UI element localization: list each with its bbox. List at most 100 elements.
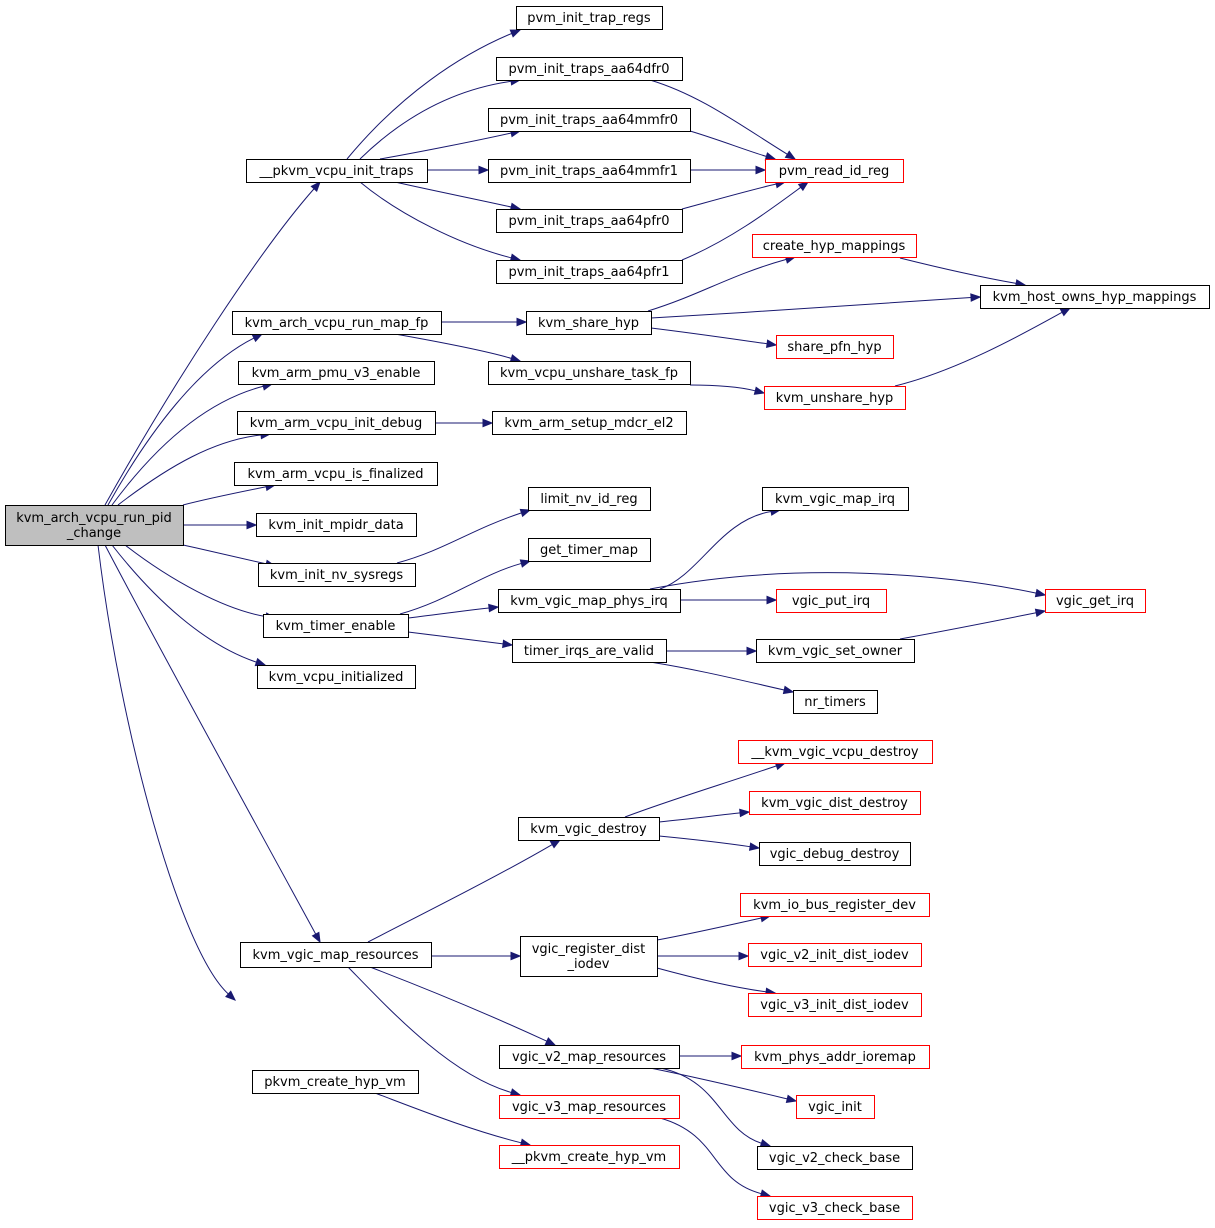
node---pkvm-create-hyp-vm[interactable]: __pkvm_create_hyp_vm: [499, 1145, 680, 1169]
node-pkvm-create-hyp-vm[interactable]: pkvm_create_hyp_vm: [252, 1070, 419, 1094]
node-label: kvm_vgic_map_phys_irq: [510, 594, 667, 609]
node-label: vgic_register_dist: [532, 942, 646, 957]
node-vgic-get-irq[interactable]: vgic_get_irq: [1045, 589, 1146, 613]
node-vgic-map-phys-irq[interactable]: kvm_vgic_map_phys_irq: [498, 589, 681, 613]
node-vgic-dist-destroy[interactable]: kvm_vgic_dist_destroy: [749, 791, 921, 815]
edge-init_nv_sysregs-to-limit_nv_id_reg: [396, 508, 532, 564]
node-root[interactable]: kvm_arch_vcpu_run_pid_change: [5, 505, 184, 546]
node-nr-timers[interactable]: nr_timers: [793, 690, 878, 714]
edge-aa64pfr0-to-pvm_read_id_reg: [681, 179, 787, 210]
node-unshare-task-fp[interactable]: kvm_vcpu_unshare_task_fp: [488, 361, 691, 385]
node-pkvm-init-traps[interactable]: __pkvm_vcpu_init_traps: [246, 159, 428, 183]
node-pmu-v3-enable[interactable]: kvm_arm_pmu_v3_enable: [238, 361, 435, 385]
node-init-nv-sysregs[interactable]: kvm_init_nv_sysregs: [258, 563, 416, 587]
edge-run_map_fp-to-kvm_share_hyp: [441, 317, 528, 327]
node-label: vgic_init: [808, 1100, 862, 1115]
node-label: timer_irqs_are_valid: [524, 644, 654, 659]
node-timer-irqs-are-valid[interactable]: timer_irqs_are_valid: [512, 639, 667, 663]
edge-pkvm_init_traps-to-aa64mmfr0: [379, 128, 522, 160]
node-label: kvm_vgic_map_resources: [253, 948, 419, 963]
edge-vgic_map_resources-to-v2_map_resources: [369, 966, 557, 1046]
node-label: kvm_arm_vcpu_is_finalized: [247, 467, 423, 482]
node-setup-mdcr-el2[interactable]: kvm_arm_setup_mdcr_el2: [492, 411, 687, 435]
node-label: vgic_debug_destroy: [770, 847, 900, 862]
node-pvm-init-trap-regs[interactable]: pvm_init_trap_regs: [516, 6, 663, 30]
edge-v2_map_resources-to-phys_addr_ioremap: [679, 1051, 743, 1061]
node-aa64dfr0[interactable]: pvm_init_traps_aa64dfr0: [496, 57, 683, 81]
node-vgic-init[interactable]: vgic_init: [796, 1095, 875, 1119]
node-label: vgic_v2_init_dist_iodev: [760, 948, 909, 963]
node-aa64pfr1[interactable]: pvm_init_traps_aa64pfr1: [496, 260, 683, 284]
node-label: __pkvm_create_hyp_vm: [511, 1150, 666, 1165]
node-label: nr_timers: [804, 695, 866, 710]
edge-timer_enable-to-get_timer_map: [399, 559, 532, 615]
edge-aa64mmfr1-to-pvm_read_id_reg: [690, 165, 767, 175]
node-run-map-fp[interactable]: kvm_arch_vcpu_run_map_fp: [232, 311, 442, 335]
node-aa64mmfr1[interactable]: pvm_init_traps_aa64mmfr1: [488, 159, 691, 183]
node-vgic-destroy[interactable]: kvm_vgic_destroy: [518, 817, 660, 841]
edge-init_debug-to-setup_mdcr_el2: [435, 418, 494, 428]
edge-vgic_map_resources-to-register_dist_iodev: [431, 951, 522, 961]
node-label: get_timer_map: [540, 543, 638, 558]
node-aa64pfr0[interactable]: pvm_init_traps_aa64pfr0: [496, 209, 683, 233]
node-vgic-debug-destroy[interactable]: vgic_debug_destroy: [759, 842, 911, 866]
node-init-mpidr-data[interactable]: kvm_init_mpidr_data: [256, 513, 417, 537]
edge-kvm_unshare_hyp-to-kvm_host_owns_hyp_mappings: [894, 307, 1072, 387]
edge-aa64dfr0-to-pvm_read_id_reg: [649, 79, 797, 160]
node-vgic-map-resources[interactable]: kvm_vgic_map_resources: [240, 942, 432, 968]
node-kvm-unshare-hyp[interactable]: kvm_unshare_hyp: [764, 386, 906, 410]
node-io-bus-register-dev[interactable]: kvm_io_bus_register_dev: [740, 893, 930, 917]
node-label: create_hyp_mappings: [763, 239, 906, 254]
node-v3-check-base[interactable]: vgic_v3_check_base: [757, 1196, 913, 1220]
node-vgic-vcpu-destroy[interactable]: __kvm_vgic_vcpu_destroy: [738, 740, 933, 764]
node-v2-map-resources[interactable]: vgic_v2_map_resources: [499, 1045, 680, 1069]
node-label: vgic_put_irq: [792, 594, 870, 609]
node-get-timer-map[interactable]: get_timer_map: [528, 538, 651, 562]
node-vgic-set-owner[interactable]: kvm_vgic_set_owner: [756, 639, 915, 663]
node-label: kvm_arm_vcpu_init_debug: [250, 416, 423, 431]
edge-root-to-init_mpidr_data: [183, 520, 258, 530]
node-label: kvm_vgic_map_irq: [775, 492, 895, 507]
node-create-hyp-mappings[interactable]: create_hyp_mappings: [752, 234, 917, 258]
node-label: kvm_vcpu_unshare_task_fp: [500, 366, 678, 381]
node-v3-map-resources[interactable]: vgic_v3_map_resources: [499, 1095, 680, 1119]
node-label: pvm_read_id_reg: [779, 164, 890, 179]
node-limit-nv-id-reg[interactable]: limit_nv_id_reg: [528, 487, 651, 511]
node-timer-enable[interactable]: kvm_timer_enable: [263, 614, 409, 638]
edge-create_hyp_mappings-to-kvm_host_owns_hyp_mappings: [899, 257, 1027, 288]
edge-root-to-pkvm_create_hyp_vm: [97, 544, 236, 1001]
node-kvm-share-hyp[interactable]: kvm_share_hyp: [526, 311, 652, 335]
edges-layer: [97, 29, 1072, 1198]
edge-aa64mmfr0-to-pvm_read_id_reg: [689, 130, 777, 161]
edge-vgic_map_phys_irq-to-kvm_vgic_map_irq: [659, 507, 782, 590]
node-vgic-put-irq[interactable]: vgic_put_irq: [776, 589, 887, 613]
node-v2-init-dist-iodev[interactable]: vgic_v2_init_dist_iodev: [748, 943, 922, 967]
node-is-finalized[interactable]: kvm_arm_vcpu_is_finalized: [234, 462, 438, 486]
edge-vgic_map_phys_irq-to-vgic_put_irq: [679, 595, 778, 605]
edge-unshare_task_fp-to-kvm_unshare_hyp: [689, 384, 766, 395]
edge-aa64pfr1-to-pvm_read_id_reg: [681, 181, 810, 261]
node-label: kvm_unshare_hyp: [776, 391, 894, 406]
node-label: pvm_init_trap_regs: [527, 11, 651, 26]
node-kvm-host-owns-hyp-mappings[interactable]: kvm_host_owns_hyp_mappings: [980, 285, 1210, 309]
edge-timer_irqs_are_valid-to-vgic_set_owner: [665, 646, 758, 656]
node-v2-check-base[interactable]: vgic_v2_check_base: [757, 1146, 913, 1170]
node-phys-addr-ioremap[interactable]: kvm_phys_addr_ioremap: [741, 1045, 930, 1069]
edge-vgic_map_phys_irq-to-vgic_get_irq: [649, 572, 1047, 598]
node-register-dist-iodev[interactable]: vgic_register_dist_iodev: [520, 936, 658, 977]
node-label: kvm_phys_addr_ioremap: [754, 1050, 916, 1065]
node-kvm-vgic-map-irq[interactable]: kvm_vgic_map_irq: [762, 487, 909, 511]
edge-pkvm_create_hyp_vm-to-__pkvm_create_hyp_vm: [374, 1092, 532, 1147]
node-label: vgic_v2_map_resources: [512, 1050, 666, 1065]
node-label: vgic_v3_map_resources: [512, 1100, 666, 1115]
node-init-debug[interactable]: kvm_arm_vcpu_init_debug: [237, 411, 436, 435]
edge-timer_enable-to-timer_irqs_are_valid: [407, 631, 514, 649]
node-label: share_pfn_hyp: [787, 340, 881, 355]
node-vcpu-initialized[interactable]: kvm_vcpu_initialized: [257, 665, 416, 689]
node-share-pfn-hyp[interactable]: share_pfn_hyp: [776, 335, 894, 359]
node-pvm-read-id-reg[interactable]: pvm_read_id_reg: [765, 159, 904, 183]
node-aa64mmfr0[interactable]: pvm_init_traps_aa64mmfr0: [488, 108, 691, 132]
edge-root-to-timer_enable: [124, 544, 277, 621]
node-v3-init-dist-iodev[interactable]: vgic_v3_init_dist_iodev: [748, 993, 922, 1017]
node-label: kvm_init_nv_sysregs: [270, 568, 403, 583]
